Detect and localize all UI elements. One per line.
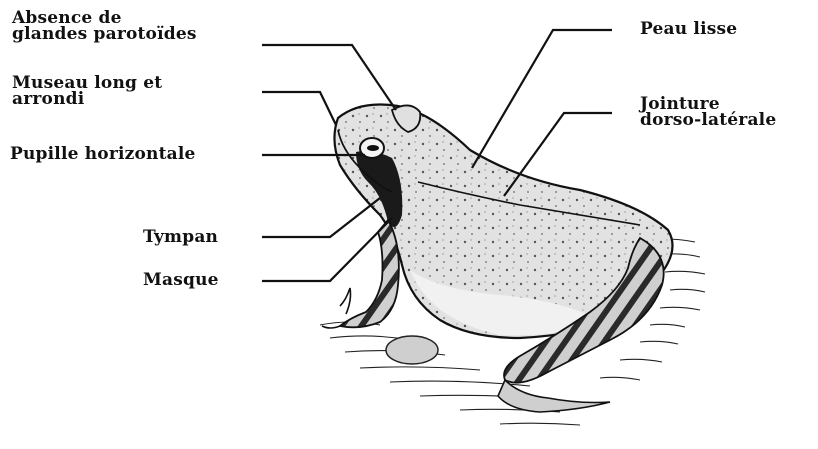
label-tympan: Tympan (143, 229, 218, 245)
label-jointure: Jointure dorso-latérale (640, 96, 776, 128)
pupil-shape (367, 145, 379, 151)
label-pupille: Pupille horizontale (10, 146, 196, 162)
label-museau: Museau long et arrondi (12, 75, 162, 107)
leader-museau (262, 92, 336, 125)
label-parotoides: Absence de glandes parotoïdes (12, 10, 197, 42)
leader-masque (262, 218, 392, 281)
leader-parotoides (262, 45, 396, 110)
label-museau-line2: arrondi (12, 91, 162, 107)
label-parotoides-line2: glandes parotoïdes (12, 26, 197, 42)
leader-peau (472, 30, 612, 168)
label-peau: Peau lisse (640, 21, 737, 37)
front-leg-shape (340, 220, 399, 327)
leader-tympan (262, 198, 380, 237)
pebble-shape (386, 336, 438, 364)
label-jointure-line2: dorso-latérale (640, 112, 776, 128)
label-masque: Masque (143, 272, 219, 288)
